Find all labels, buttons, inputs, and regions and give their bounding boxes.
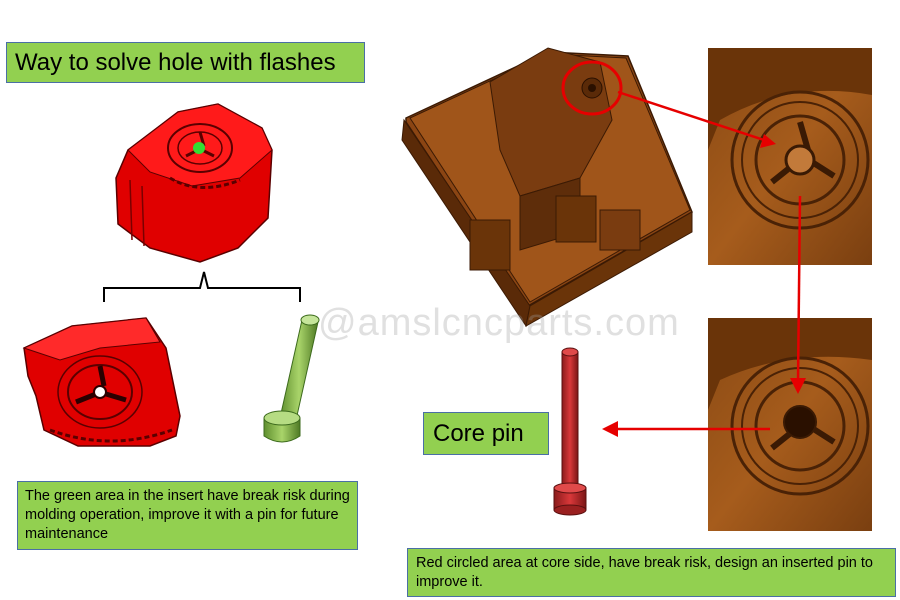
red-insert-split (22, 317, 181, 447)
split-bracket (103, 271, 301, 302)
watermark: @amslcncparts.com (318, 302, 680, 344)
core-pin-label: Core pin (423, 412, 549, 455)
insert-note: The green area in the insert have break … (17, 481, 358, 550)
red-circle-highlight (561, 60, 623, 116)
green-risk-area (193, 142, 205, 154)
zoom-photo-bottom (708, 318, 872, 531)
mold-core-3d (401, 47, 693, 328)
arrow-to-core-pin (602, 421, 770, 437)
page-title: Way to solve hole with flashes (6, 42, 365, 83)
green-pin (263, 314, 320, 443)
arrow-circle-to-zoom (617, 90, 776, 148)
zoom-photo-top (708, 48, 872, 265)
red-core-pin (553, 347, 587, 516)
core-side-note: Red circled area at core side, have brea… (407, 548, 896, 597)
red-insert-3d (115, 103, 273, 263)
arrow-zoom-down (790, 195, 806, 394)
